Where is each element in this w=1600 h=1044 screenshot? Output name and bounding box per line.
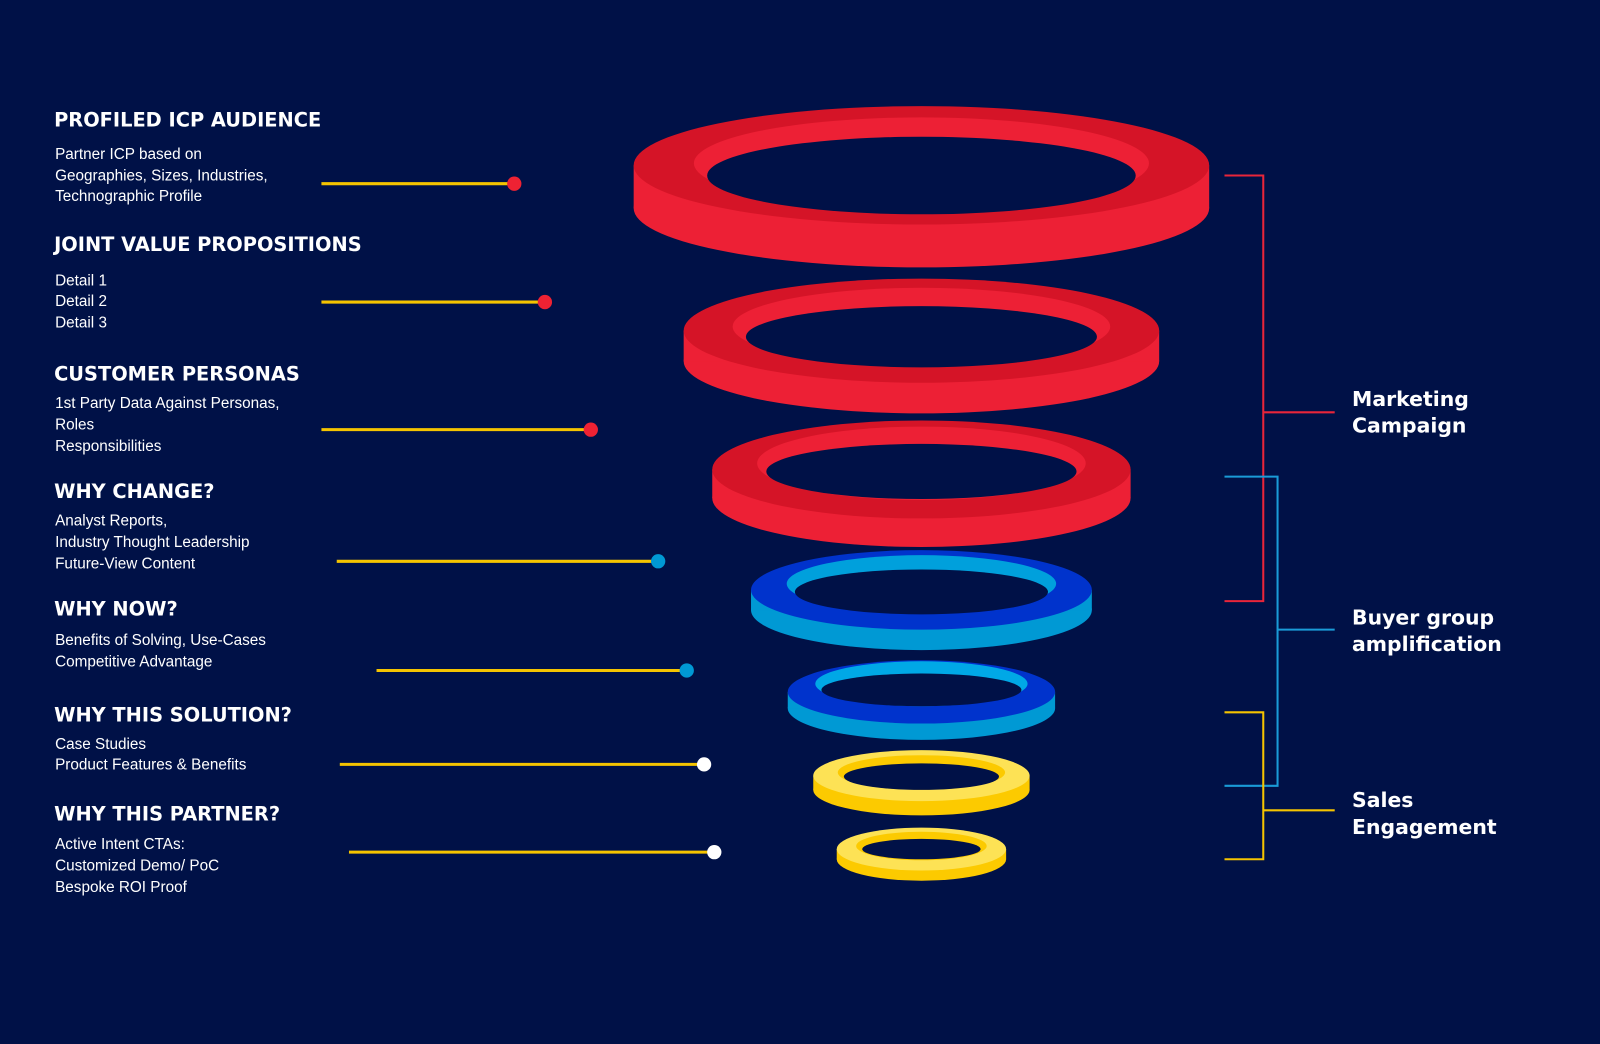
group-brackets [1224,174,1335,861]
connector-dot [537,294,553,310]
stage-item: CUSTOMER PERSONAS 1st Party Data Against … [54,363,598,455]
funnel-ring [813,750,1030,816]
stage-detail: Geographies, Sizes, Industries, [55,168,268,185]
group-label-line: Buyer group [1352,606,1494,630]
stage-item: WHY CHANGE? Analyst Reports, Industry Thou… [54,480,666,572]
funnel-ring [633,106,1210,268]
buyer-bracket [1224,475,1279,787]
stage-detail: 1st Party Data Against Personas, [55,395,279,412]
stage-detail: Roles [55,417,94,434]
stage-detail: Industry Thought Leadership [55,534,249,551]
connector-dot [707,844,722,860]
group-label-line: Sales [1352,788,1413,812]
connector-dot [507,176,522,191]
stage-detail: Future-View Content [55,555,196,572]
stage-detail: Technographic Profile [55,188,202,205]
funnel-ring [751,550,1092,651]
stage-title: WHY THIS PARTNER? [54,803,280,826]
funnel-ring [787,660,1056,740]
stage-detail: Customized Demo/ PoC [55,858,219,875]
group-label-line: Marketing [1352,387,1469,411]
stage-detail: Product Features & Benefits [55,756,247,773]
stage-detail: Active Intent CTAs: [55,836,185,853]
stage-item: WHY THIS PARTNER? Active Intent CTAs: Cust… [54,803,722,896]
stage-detail: Bespoke ROI Proof [55,879,188,896]
stage-detail: Analyst Reports, [55,513,167,530]
stage-title: CUSTOMER PERSONAS [54,363,300,386]
stage-list: PROFILED ICP AUDIENCE Partner ICP based o… [52,109,722,896]
stage-title: WHY CHANGE? [54,480,214,503]
connector-dot [651,554,666,569]
stage-detail: Benefits of Solving, Use-Cases [55,632,266,649]
funnel-ring [683,278,1160,414]
funnel-rings [633,106,1210,881]
stage-detail: Detail 3 [55,315,107,332]
group-label-line: amplification [1352,632,1502,656]
stage-detail: Competitive Advantage [55,653,212,670]
stage-detail: Detail 1 [55,273,107,290]
group-label-line: Engagement [1352,815,1497,839]
group-label-line: Campaign [1352,414,1466,438]
stage-detail: Detail 2 [55,293,107,310]
stage-item: WHY NOW? Benefits of Solving, Use-CasesCo… [54,597,694,678]
connector-dot [679,663,694,678]
marketing-bracket [1224,174,1265,603]
sales-bracket [1224,711,1265,861]
group-labels: Marketing Campaign Buyer group amplifica… [1352,387,1502,839]
stage-title: PROFILED ICP AUDIENCE [54,109,321,132]
stage-title: JOINT VALUE PROPOSITIONS [52,233,362,256]
stage-detail: Responsibilities [55,438,162,455]
funnel-ring [836,827,1007,881]
stage-item: PROFILED ICP AUDIENCE Partner ICP based o… [54,109,522,205]
stage-detail: Case Studies [55,736,146,753]
connector-dot [583,422,598,437]
funnel-ring [712,420,1131,548]
stage-item: JOINT VALUE PROPOSITIONS Detail 1 Detail 2… [52,233,553,332]
stage-title: WHY NOW? [54,597,178,620]
connector-dot [696,757,712,772]
stage-detail: Partner ICP based on [55,146,202,163]
stage-title: WHY THIS SOLUTION? [54,704,292,727]
